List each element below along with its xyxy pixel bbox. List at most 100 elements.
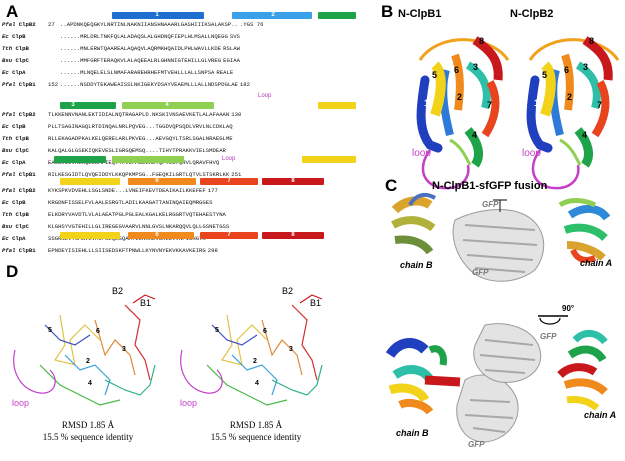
d-left-b2-label: B2 (112, 286, 124, 296)
chain-b-label-bottom: chain B (396, 428, 429, 438)
organism-label: Tth (2, 45, 13, 52)
protein-label: ClpB1 (18, 247, 36, 254)
d-right-helix-2: 2 (253, 358, 257, 365)
end-position: 298 (207, 247, 218, 254)
b-left-helix-2: 2 (457, 92, 463, 102)
panel-d-left-trace (13, 294, 156, 406)
fusion-title: N-ClpB1-sfGFP fusion (432, 180, 548, 192)
chain-b-label-top: chain B (400, 260, 433, 270)
b-left-helix-4: 4 (472, 130, 478, 140)
end-position: EGIAA (223, 57, 240, 64)
gfp-label-4: GFP (468, 440, 485, 449)
d-left-helix-4: 4 (88, 380, 92, 387)
b-left-helix-7: 7 (487, 100, 493, 110)
end-position: 251 (231, 171, 242, 178)
organism-label: Ec (2, 235, 9, 242)
panel-label-b: B (381, 2, 394, 21)
alignment-row: Tth ClpB......MNLERWTQAAREALAQAQVLAQRMKH… (2, 45, 240, 52)
d-left-rmsd: RMSD 1.85 Å (61, 420, 115, 430)
protein-label: ClpB (15, 45, 29, 52)
sequence-text: ......MRLDRLTNKFQLALADAQSLALGHDNQFIEPLHL… (60, 33, 228, 40)
protein-label: ClpA (12, 235, 26, 242)
helix-6b-label: 6 (155, 232, 159, 238)
b-right-helix-4: 4 (582, 130, 588, 140)
sequence-name: Ec ClpA (2, 235, 48, 242)
d-left-b1-label: B1 (140, 298, 152, 308)
organism-label: Tth (2, 135, 13, 142)
sequence-text: TLKKENNVNANLEKTIDIALNQTRAGAPLD.NKSKIVNSA… (48, 111, 230, 118)
organism-label: Bsu (2, 57, 13, 64)
chain-a-label-bottom: chain A (584, 410, 617, 420)
panel-label-c: C (385, 176, 398, 195)
end-position: .YGS 76 (239, 21, 264, 28)
protein-label: ClpB1 (18, 81, 36, 88)
helix-8b-label: 8 (291, 232, 295, 238)
gfp-label-3: GFP (540, 332, 557, 341)
b-right-helix-8: 8 (589, 36, 595, 46)
b-right-helix-7: 7 (597, 100, 603, 110)
b-right-helix-3: 3 (583, 62, 589, 72)
loop-label-bottom: Loop (222, 156, 236, 162)
protein-label: ClpB2 (18, 21, 36, 28)
helix-5-bottom-bar (302, 156, 356, 163)
sequence-text: ......NSDDYTEKAWEAISSLNKIGEKYDSAYVEAEMLL… (60, 81, 238, 88)
b-left-helix-3: 3 (473, 62, 479, 72)
helix-2-bar (232, 12, 312, 19)
helix-1-bar (112, 12, 204, 19)
organism-label: Pfal (2, 187, 16, 194)
end-position: REALE (216, 69, 234, 76)
helix-4-bottom-bar (112, 156, 184, 163)
sequence-name: Tth ClpB (2, 211, 48, 218)
end-position: 177 (207, 187, 218, 194)
protein-label: ClpB (15, 135, 29, 142)
gfp-label-1: GFP (482, 200, 499, 209)
sequence-text: RILKESGIDTLQVQEIDDYLKKQPKMPSG..FGEQKILGR… (48, 171, 230, 178)
b-right-helix-2: 2 (567, 92, 573, 102)
sequence-name: Ec ClpB (2, 123, 48, 130)
organism-label: Pfal (2, 21, 16, 28)
sequence-name: Ec ClpB (2, 199, 48, 206)
protein-label: ClpB (12, 123, 26, 130)
panel-label-a: A (6, 2, 19, 21)
organism-label: Bsu (2, 147, 13, 154)
organism-label: Tth (2, 211, 13, 218)
end-position: 130 (231, 111, 242, 118)
d-left-identity: 15.5 % sequence identity (42, 432, 134, 442)
helix-8-bar (262, 178, 324, 185)
panel-d-right-trace (180, 294, 323, 406)
sequence-name: Pfal ClpB2 (2, 111, 48, 118)
d-right-helix-6: 6 (263, 328, 267, 335)
helix-6-bar (128, 178, 196, 185)
sequence-name: Pfal ClpB1 (2, 81, 48, 88)
helix-3-label: 3 (71, 102, 75, 108)
d-right-helix-5: 5 (215, 327, 219, 334)
sequence-text: ..APDNKQEQGKYLNRTINLNAKNIIANSHNAAARLGASH… (60, 21, 238, 28)
sequence-name: Pfal ClpB1 (2, 171, 48, 178)
b-right-helix-6: 6 (564, 65, 570, 75)
panel-label-d: D (6, 262, 19, 281)
d-left-helix-6: 6 (96, 328, 100, 335)
helix-7-bar (200, 178, 258, 185)
end-position: RSLAW (223, 45, 240, 52)
alignment-row: Bsu ClpC......MMFGRFTERAQKVLALAQEEALRLGH… (2, 57, 240, 64)
protein-label: ClpB2 (18, 111, 36, 118)
helix-6b-bar (128, 232, 194, 239)
b-left-helix-1: 1 (424, 98, 430, 108)
sequence-text: ......MLNQELELSLNMAFARAREHRHEFMTVEHLLLAL… (60, 69, 215, 76)
end-position: SVS (229, 33, 240, 40)
helix-3-bottom-bar (54, 156, 106, 163)
rotation-arrow (539, 317, 561, 325)
b-right-helix-1: 1 (534, 98, 540, 108)
organism-label: Pfal (2, 81, 16, 88)
d-left-loop-label: loop (12, 398, 30, 408)
alignment-row: Ec ClpA......MLNQELELSLNMAFARAREHRHEFMTV… (2, 69, 233, 76)
b-left-helix-6: 6 (454, 65, 460, 75)
